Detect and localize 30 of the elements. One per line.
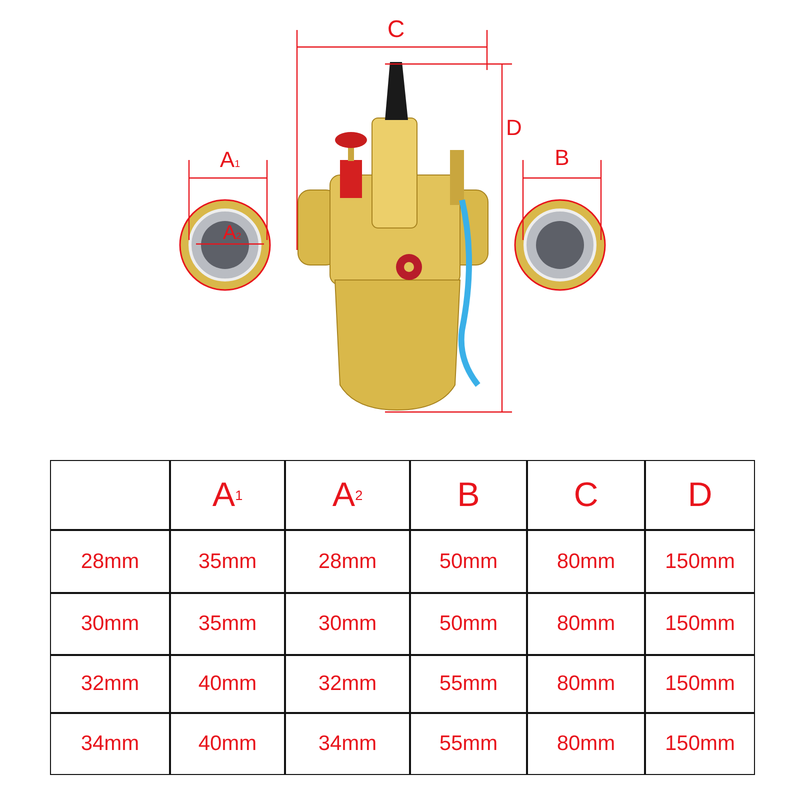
dimension-label: D bbox=[506, 117, 522, 139]
table-cell: 40mm bbox=[170, 713, 285, 775]
table-cell: 55mm bbox=[410, 713, 527, 775]
dimension-label: C bbox=[387, 18, 405, 42]
column-header: B bbox=[410, 460, 527, 530]
table-cell: 32mm bbox=[285, 655, 410, 713]
table-cell: 150mm bbox=[645, 593, 755, 655]
table-cell: 80mm bbox=[527, 713, 645, 775]
column-header: C bbox=[527, 460, 645, 530]
table-cell: 150mm bbox=[645, 655, 755, 713]
table-cell: 35mm bbox=[170, 530, 285, 593]
table-cell: 30mm bbox=[285, 593, 410, 655]
table-cell: 35mm bbox=[170, 593, 285, 655]
table-cell: 50mm bbox=[410, 593, 527, 655]
table-cell: 80mm bbox=[527, 530, 645, 593]
table-cell: 80mm bbox=[527, 593, 645, 655]
table-cell: 40mm bbox=[170, 655, 285, 713]
table-cell: 28mm bbox=[50, 530, 170, 593]
table-cell: 50mm bbox=[410, 530, 527, 593]
table-cell: 30mm bbox=[50, 593, 170, 655]
table-cell: 28mm bbox=[285, 530, 410, 593]
column-header: D bbox=[645, 460, 755, 530]
table-cell: 32mm bbox=[50, 655, 170, 713]
table-cell: 150mm bbox=[645, 713, 755, 775]
table-cell: 55mm bbox=[410, 655, 527, 713]
table-cell: 150mm bbox=[645, 530, 755, 593]
dimension-label: B bbox=[554, 147, 570, 169]
table-cell: 34mm bbox=[285, 713, 410, 775]
table-cell: 80mm bbox=[527, 655, 645, 713]
table-cell: 34mm bbox=[50, 713, 170, 775]
